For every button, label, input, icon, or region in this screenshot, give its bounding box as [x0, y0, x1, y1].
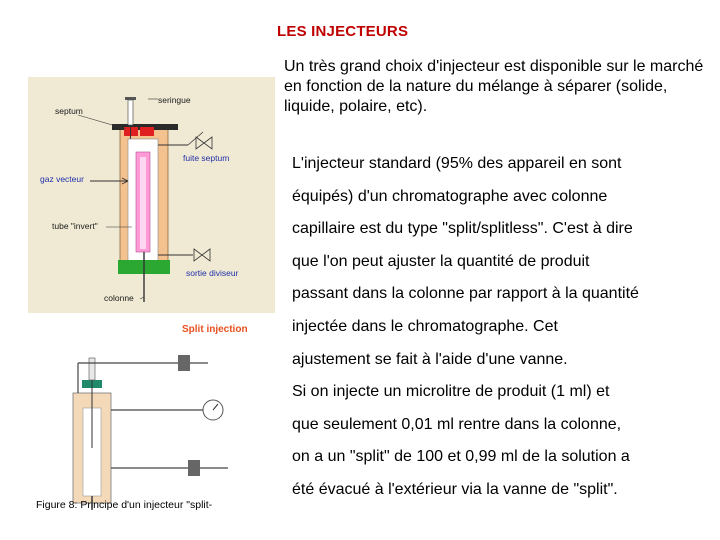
body-line: ajustement se fait à l'aide d'une vanne.: [292, 350, 568, 368]
label-gaz-vecteur: gaz vecteur: [40, 174, 84, 184]
label-seringue: seringue: [158, 95, 191, 105]
split-diagram-background: [28, 318, 275, 510]
split-injection-title: Split injection: [182, 324, 248, 335]
purge-valve-icon: [195, 136, 205, 150]
label-tube-invert: tube "invert": [52, 221, 98, 231]
split-syringe: [88, 357, 96, 381]
split-valve-icon: [193, 248, 203, 262]
inlet-valve-icon: [178, 355, 190, 371]
label-fuite-septum: fuite septum: [183, 153, 230, 163]
body-line: Si on injecte un microlitre de produit (…: [292, 383, 610, 401]
body-line: on a un "split" de 100 et 0,99 ml de la …: [292, 448, 630, 466]
body-line: capillaire est du type "split/splitless"…: [292, 220, 633, 238]
syringe-barrel: [127, 99, 134, 126]
page-title: LES INJECTEURS: [277, 23, 409, 40]
syringe-plunger: [125, 97, 136, 100]
figure-caption: Figure 8: Principe d'un injecteur "split…: [36, 499, 213, 511]
body-line: L'injecteur standard (95% des appareil e…: [292, 155, 622, 172]
body-line: équipés) d'un chromatographe avec colonn…: [292, 187, 608, 205]
label-septum: septum: [55, 106, 83, 116]
intro-paragraph: Un très grand choix d'injecteur est disp…: [284, 58, 704, 115]
body-line: que l'on peut ajuster la quantité de pro…: [292, 252, 590, 270]
split-vent-valve-icon: [188, 460, 200, 476]
label-sortie-diviseur: sortie diviseur: [186, 268, 239, 278]
injector-schematic: [28, 77, 275, 313]
split-injection-diagram: [28, 318, 275, 510]
septum-right: [140, 127, 154, 136]
body-line: passant dans la colonne par rapport à la…: [292, 285, 639, 303]
liner-core: [140, 157, 146, 249]
label-colonne: colonne: [104, 293, 134, 303]
body-paragraph: L'injecteur standard (95% des appareil e…: [292, 148, 712, 507]
body-line: injectée dans le chromatographe. Cet: [292, 317, 558, 335]
body-line: que seulement 0,01 ml rentre dans la col…: [292, 415, 622, 433]
body-line: été évacué à l'extérieur via la vanne de…: [292, 480, 618, 498]
